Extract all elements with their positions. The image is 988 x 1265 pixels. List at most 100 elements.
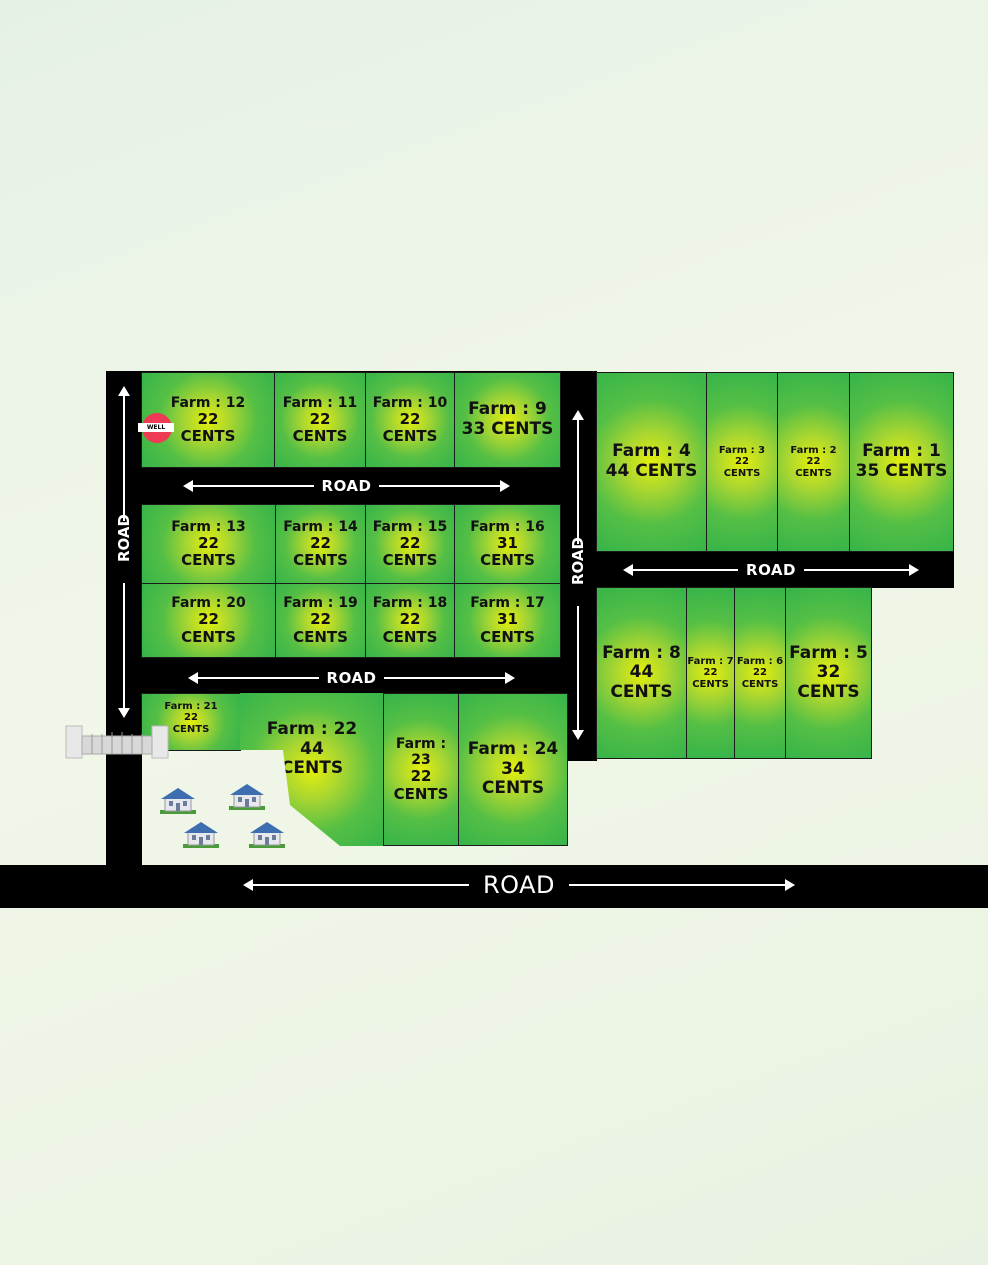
- road-label-upper: ROAD: [183, 476, 510, 496]
- farm-unit: CENTS: [480, 627, 535, 646]
- farm-area: 34: [501, 758, 525, 779]
- farm-name: Farm : 5: [789, 642, 868, 663]
- farm-area: 35: [855, 461, 880, 481]
- farm-name: Farm : 21: [164, 700, 218, 712]
- farm-size-line: 33 CENTS: [461, 419, 554, 440]
- farm-name: Farm : 2: [790, 444, 837, 456]
- well-icon: WELL: [138, 413, 174, 443]
- farm-unit: CENTS: [280, 758, 344, 779]
- farm-area: 44: [605, 461, 630, 481]
- farm-name: Farm : 7: [687, 655, 734, 667]
- farm-area: 22: [753, 667, 767, 679]
- farm-name: Farm : 24: [467, 739, 559, 760]
- farm-name: Farm : 18: [372, 595, 448, 612]
- farm-name: Farm : 23: [395, 736, 447, 769]
- road-label-lower: ROAD: [188, 668, 515, 688]
- farm-area: 22: [198, 610, 219, 629]
- farm-unit: CENTS: [491, 419, 554, 439]
- farm-unit: CENTS: [181, 551, 236, 570]
- farm-name: Farm : 8: [602, 642, 681, 663]
- farm-unit: CENTS: [741, 678, 779, 690]
- farm-unit: CENTS: [180, 427, 236, 446]
- farm-unit: CENTS: [797, 681, 860, 702]
- farm-area: 44: [629, 662, 654, 683]
- farm-area: 32: [816, 662, 841, 683]
- farm-name: Farm : 17: [470, 595, 545, 612]
- road-text: ROAD: [321, 477, 372, 495]
- farm-unit: CENTS: [885, 461, 948, 481]
- house-icon: [249, 822, 285, 848]
- farm-name: Farm : 1: [862, 441, 941, 462]
- farm-area: 22: [410, 767, 432, 786]
- road-lower-horizontal: [141, 657, 561, 694]
- farm-name: Farm : 15: [372, 518, 448, 535]
- road-label-middle: ROAD: [568, 410, 588, 740]
- farm-area: 22: [399, 409, 421, 428]
- road-main-bottom: [0, 865, 988, 908]
- farm-unit: CENTS: [723, 467, 761, 479]
- road-text: ROAD: [326, 669, 377, 687]
- farm-name: Farm : 19: [283, 595, 358, 612]
- road-label-left: ROAD: [114, 386, 134, 718]
- farm-size-line: 35 CENTS: [855, 461, 948, 482]
- road-text: ROAD: [746, 561, 796, 579]
- house-icon: [229, 784, 265, 810]
- gate-icon: [65, 725, 169, 759]
- farm-name: Farm : 9: [468, 399, 547, 420]
- farm-name: Farm : 6: [736, 655, 784, 667]
- farm-name: Farm : 10: [372, 394, 448, 411]
- farm-unit: CENTS: [382, 551, 438, 570]
- farm-area: 22: [703, 667, 718, 679]
- farm-area: 22: [197, 409, 219, 428]
- farm-area: 22: [399, 610, 421, 629]
- farm-area: 31: [497, 610, 518, 629]
- farm-name: Farm : 16: [470, 518, 545, 535]
- farm-size-line: 44 CENTS: [605, 461, 698, 482]
- farm-unit: CENTS: [795, 467, 832, 479]
- farm-area: 22: [310, 610, 331, 629]
- farm-area: 22: [310, 533, 331, 552]
- house-icon: [160, 788, 196, 814]
- farm-name: Farm : 13: [171, 518, 246, 535]
- farm-area: 22: [184, 712, 198, 724]
- farm-unit: CENTS: [692, 678, 729, 690]
- farm-unit: CENTS: [382, 427, 438, 446]
- well-label: WELL: [138, 423, 174, 432]
- farm-area: 33: [461, 419, 486, 439]
- farm-area: 31: [497, 533, 518, 552]
- farm-unit: CENTS: [172, 723, 210, 735]
- farm-area: 22: [806, 456, 821, 468]
- road-label-main: ROAD: [243, 871, 795, 899]
- farm-unit: CENTS: [481, 778, 545, 799]
- farm-name: Farm : 20: [171, 595, 246, 612]
- farm-unit: CENTS: [382, 627, 438, 646]
- farm-name: Farm : 3: [718, 444, 766, 456]
- farm-area: 22: [198, 533, 219, 552]
- house-icon: [183, 822, 219, 848]
- farm-unit: CENTS: [480, 551, 535, 570]
- farm-name: Farm : 11: [282, 394, 358, 411]
- farm-unit: CENTS: [393, 784, 449, 803]
- farm-area: 22: [735, 456, 749, 468]
